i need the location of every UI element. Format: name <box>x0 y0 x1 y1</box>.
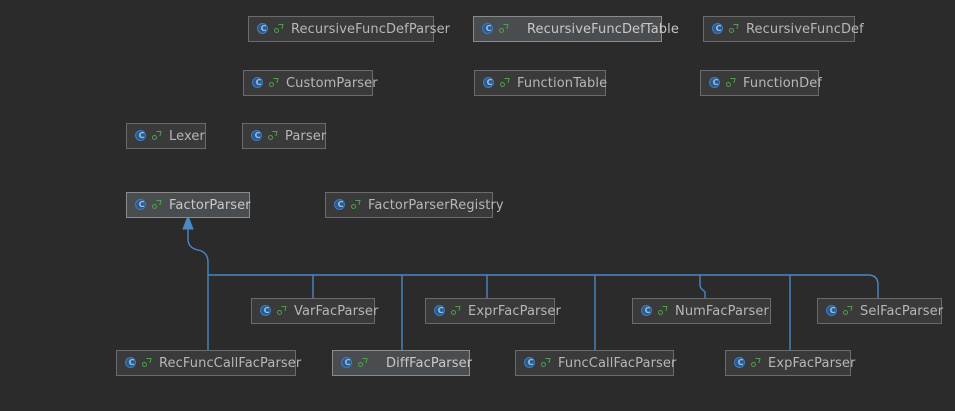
class-name-label: CustomParser <box>286 75 378 91</box>
class-node[interactable]: RecursiveFuncDefTable <box>473 16 679 42</box>
node-icons <box>257 22 284 36</box>
public-visibility-icon <box>152 199 162 212</box>
class-node[interactable]: CustomParser <box>243 70 378 96</box>
edge-bus <box>208 274 879 298</box>
node-icons <box>341 356 368 370</box>
public-visibility-icon <box>751 357 761 370</box>
public-visibility-icon <box>451 305 461 318</box>
class-name-label: RecursiveFuncDefTable <box>527 21 679 37</box>
class-icon <box>709 76 722 90</box>
class-name-label: RecFuncCallFacParser <box>159 355 302 371</box>
public-visibility-icon <box>843 305 853 318</box>
class-name-label: FunctionTable <box>517 75 608 91</box>
class-icon <box>334 198 347 212</box>
class-icon <box>252 76 265 90</box>
class-name-label: RecursiveFuncDef <box>746 21 864 37</box>
node-icons <box>483 76 510 90</box>
class-icon <box>135 129 148 143</box>
public-visibility-icon <box>500 77 510 90</box>
class-icon <box>260 304 273 318</box>
public-visibility-icon <box>358 357 368 370</box>
node-icons <box>251 129 278 143</box>
class-node[interactable]: NumFacParser <box>632 298 771 324</box>
public-visibility-icon <box>274 23 284 36</box>
node-icons <box>125 356 152 370</box>
edge-drop-numfacparser <box>699 275 706 298</box>
node-icons <box>826 304 853 318</box>
node-icons <box>524 356 551 370</box>
class-icon <box>483 76 496 90</box>
class-name-label: NumFacParser <box>675 303 769 319</box>
class-icon <box>341 356 354 370</box>
public-visibility-icon <box>351 199 361 212</box>
class-icon <box>826 304 839 318</box>
class-node[interactable]: Parser <box>242 123 326 149</box>
class-icon <box>251 129 264 143</box>
node-icons <box>734 356 761 370</box>
public-visibility-icon <box>541 357 551 370</box>
class-name-label: Lexer <box>169 128 205 144</box>
public-visibility-icon <box>499 23 509 36</box>
class-icon <box>482 22 495 36</box>
node-icons <box>641 304 668 318</box>
public-visibility-icon <box>726 77 736 90</box>
class-name-label: VarFacParser <box>294 303 379 319</box>
class-icon <box>135 198 148 212</box>
class-name-label: FunctionDef <box>743 75 822 91</box>
node-icons <box>252 76 279 90</box>
class-node[interactable]: DiffFacParser <box>332 350 473 376</box>
class-node[interactable]: RecursiveFuncDef <box>703 16 864 42</box>
edge-riser <box>187 228 209 275</box>
public-visibility-icon <box>658 305 668 318</box>
node-icons <box>482 22 509 36</box>
node-icons <box>709 76 736 90</box>
class-node[interactable]: ExpFacParser <box>725 350 855 376</box>
public-visibility-icon <box>729 23 739 36</box>
class-icon <box>434 304 447 318</box>
class-node[interactable]: Lexer <box>126 123 206 149</box>
class-node[interactable]: FunctionTable <box>474 70 608 96</box>
class-icon <box>524 356 537 370</box>
class-node[interactable]: FactorParserRegistry <box>325 192 504 218</box>
class-node[interactable]: ExprFacParser <box>425 298 561 324</box>
class-node[interactable]: SelFacParser <box>817 298 944 324</box>
public-visibility-icon <box>269 77 279 90</box>
class-icon <box>734 356 747 370</box>
class-name-label: FactorParser <box>169 197 251 213</box>
class-icon <box>641 304 654 318</box>
class-name-label: SelFacParser <box>860 303 944 319</box>
class-name-label: ExprFacParser <box>468 303 561 319</box>
node-icons <box>712 22 739 36</box>
class-name-label: ExpFacParser <box>768 355 856 371</box>
node-icons <box>135 198 162 212</box>
class-node[interactable]: FuncCallFacParser <box>515 350 677 376</box>
node-icons <box>260 304 287 318</box>
class-name-label: DiffFacParser <box>386 355 473 371</box>
node-icons <box>334 198 361 212</box>
public-visibility-icon <box>152 130 162 143</box>
class-name-label: Parser <box>285 128 327 144</box>
class-node[interactable]: FactorParser <box>126 192 251 218</box>
class-node[interactable]: VarFacParser <box>251 298 379 324</box>
class-name-label: FactorParserRegistry <box>368 197 504 213</box>
class-icon <box>257 22 270 36</box>
class-node[interactable]: FunctionDef <box>700 70 822 96</box>
node-icons <box>135 129 162 143</box>
class-node[interactable]: RecursiveFuncDefParser <box>248 16 450 42</box>
class-name-label: RecursiveFuncDefParser <box>291 21 451 37</box>
node-icons <box>434 304 461 318</box>
public-visibility-icon <box>142 357 152 370</box>
class-name-label: FuncCallFacParser <box>558 355 677 371</box>
class-node[interactable]: RecFuncCallFacParser <box>116 350 301 376</box>
class-icon <box>712 22 725 36</box>
class-icon <box>125 356 138 370</box>
public-visibility-icon <box>277 305 287 318</box>
public-visibility-icon <box>268 130 278 143</box>
